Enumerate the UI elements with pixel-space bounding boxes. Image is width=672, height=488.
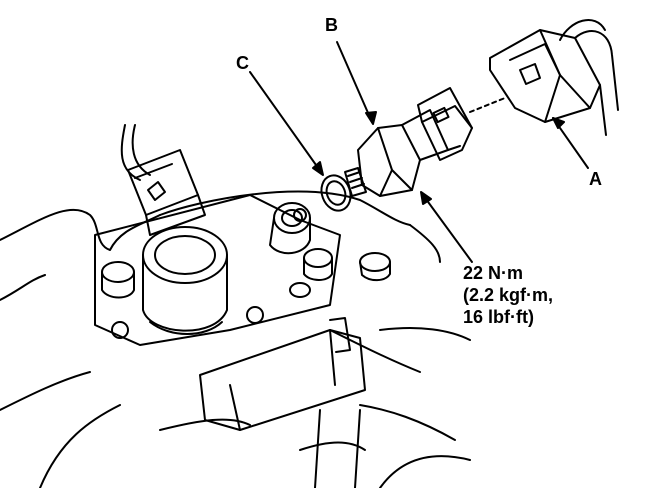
arrowhead-torque [420, 191, 432, 205]
torque-line-3: 16 lbf·ft) [463, 307, 534, 327]
leader-b [336, 41, 373, 123]
leader-torque [422, 194, 473, 263]
leader-lines [249, 41, 589, 263]
engine-body [0, 190, 471, 488]
oil-pressure-switch [344, 87, 473, 197]
torque-specification: 22 N·m (2.2 kgf·m, 16 lbf·ft) [463, 262, 553, 328]
callout-b: B [325, 15, 338, 35]
alignment-line [469, 97, 506, 113]
callout-c: C [236, 53, 249, 73]
leader-c [249, 71, 322, 173]
torque-line-2: (2.2 kgf·m, [463, 285, 554, 305]
arrowhead-b [365, 111, 377, 125]
arrowhead-c [312, 161, 324, 176]
wire-connector [489, 19, 619, 136]
solenoid-valve [94, 124, 391, 346]
arrowhead-a [552, 117, 565, 129]
o-ring [320, 174, 352, 212]
coolant-hose [159, 317, 471, 488]
torque-line-1: 22 N·m [463, 263, 524, 283]
callout-a: A [589, 169, 602, 189]
